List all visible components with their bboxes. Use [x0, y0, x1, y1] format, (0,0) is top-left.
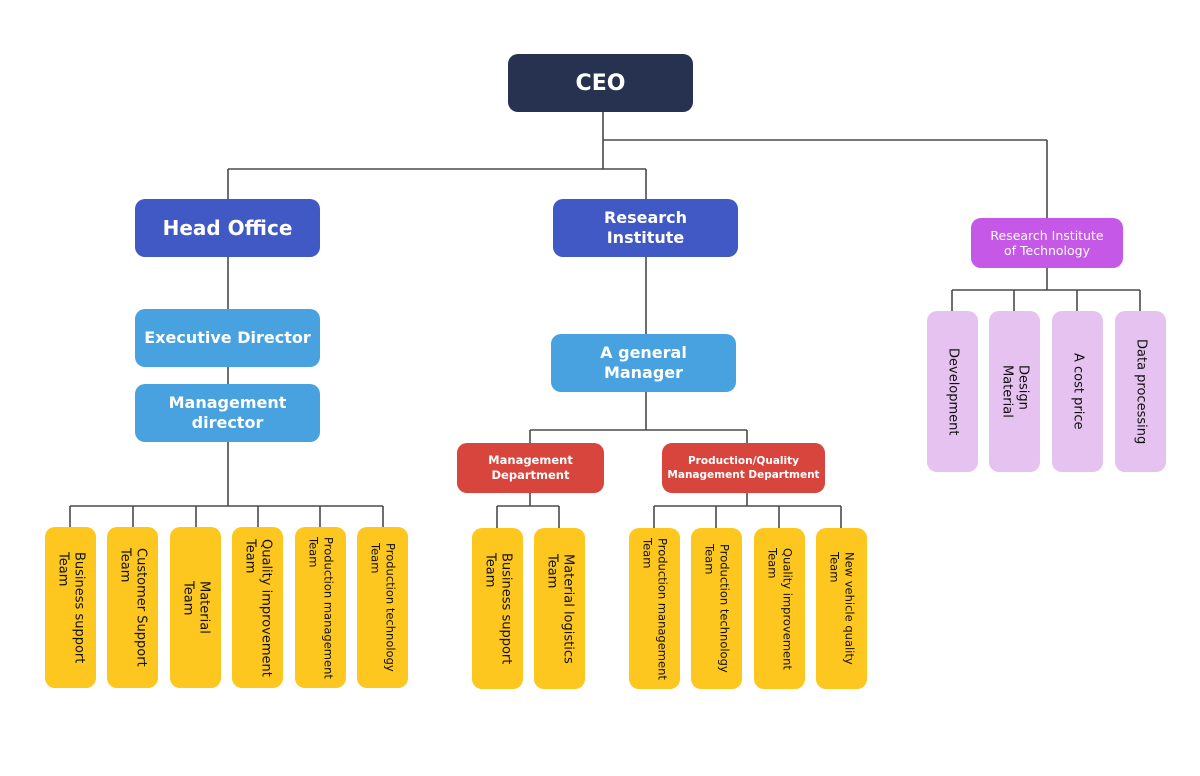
executive-director-box: Executive Director: [135, 309, 320, 367]
team-label: Production management Team: [640, 537, 670, 680]
tech-team-card: Development: [927, 311, 978, 472]
tech-team-card: Design Material: [989, 311, 1040, 472]
team-label: Quality improvement Team: [765, 547, 795, 670]
team-card: Material logistics Team: [534, 528, 585, 689]
team-card: Business support Team: [472, 528, 523, 689]
production-quality-department-box: Production/Quality Management Department: [662, 443, 825, 493]
team-card: Quality improvement Team: [232, 527, 283, 688]
team-card: Business support Team: [45, 527, 96, 688]
management-department-box: Management Department: [457, 443, 604, 493]
team-card: Quality improvement Team: [754, 528, 805, 689]
team-label: Material logistics Team: [544, 553, 576, 664]
team-label: Production technology Team: [368, 543, 398, 672]
technology-institute-box: Research Institute of Technology: [971, 218, 1123, 268]
ceo-box: CEO: [508, 54, 693, 112]
team-label: New vehicle quality Team: [827, 552, 857, 665]
team-card: New vehicle quality Team: [816, 528, 867, 689]
executive-director-label: Executive Director: [144, 328, 311, 347]
management-director-label: Management director: [168, 393, 287, 432]
general-manager-label: A general Manager: [600, 343, 687, 382]
head-office-box: Head Office: [135, 199, 320, 257]
tech-team-card: A cost price: [1052, 311, 1103, 472]
team-label: Production management Team: [306, 536, 336, 679]
head-office-label: Head Office: [162, 216, 293, 240]
team-label: Customer Support Team: [117, 548, 149, 667]
research-institute-label: Research Institute: [603, 208, 688, 247]
research-institute-box: Research Institute: [553, 199, 738, 257]
management-director-box: Management director: [135, 384, 320, 442]
tech-team-label: Development: [945, 347, 961, 436]
tech-team-label: Data processing: [1133, 338, 1149, 445]
team-label: Production technology Team: [702, 544, 732, 673]
tech-team-label: A cost price: [1070, 353, 1086, 430]
team-card: Customer Support Team: [107, 527, 158, 688]
team-label: Business support Team: [482, 552, 514, 665]
team-label: Material Team: [180, 581, 212, 634]
ceo-label: CEO: [575, 70, 626, 96]
management-department-label: Management Department: [488, 453, 573, 482]
general-manager-box: A general Manager: [551, 334, 736, 392]
team-card: Production management Team: [295, 527, 346, 688]
team-card: Production technology Team: [357, 527, 408, 688]
team-card: Production technology Team: [691, 528, 742, 689]
team-label: Business support Team: [55, 551, 87, 664]
team-card: Production management Team: [629, 528, 680, 689]
team-label: Quality improvement Team: [242, 538, 274, 677]
technology-institute-label: Research Institute of Technology: [990, 228, 1104, 258]
production-quality-department-label: Production/Quality Management Department: [667, 455, 820, 481]
tech-team-card: Data processing: [1115, 311, 1166, 472]
team-card: Material Team: [170, 527, 221, 688]
tech-team-label: Design Material: [999, 365, 1031, 418]
